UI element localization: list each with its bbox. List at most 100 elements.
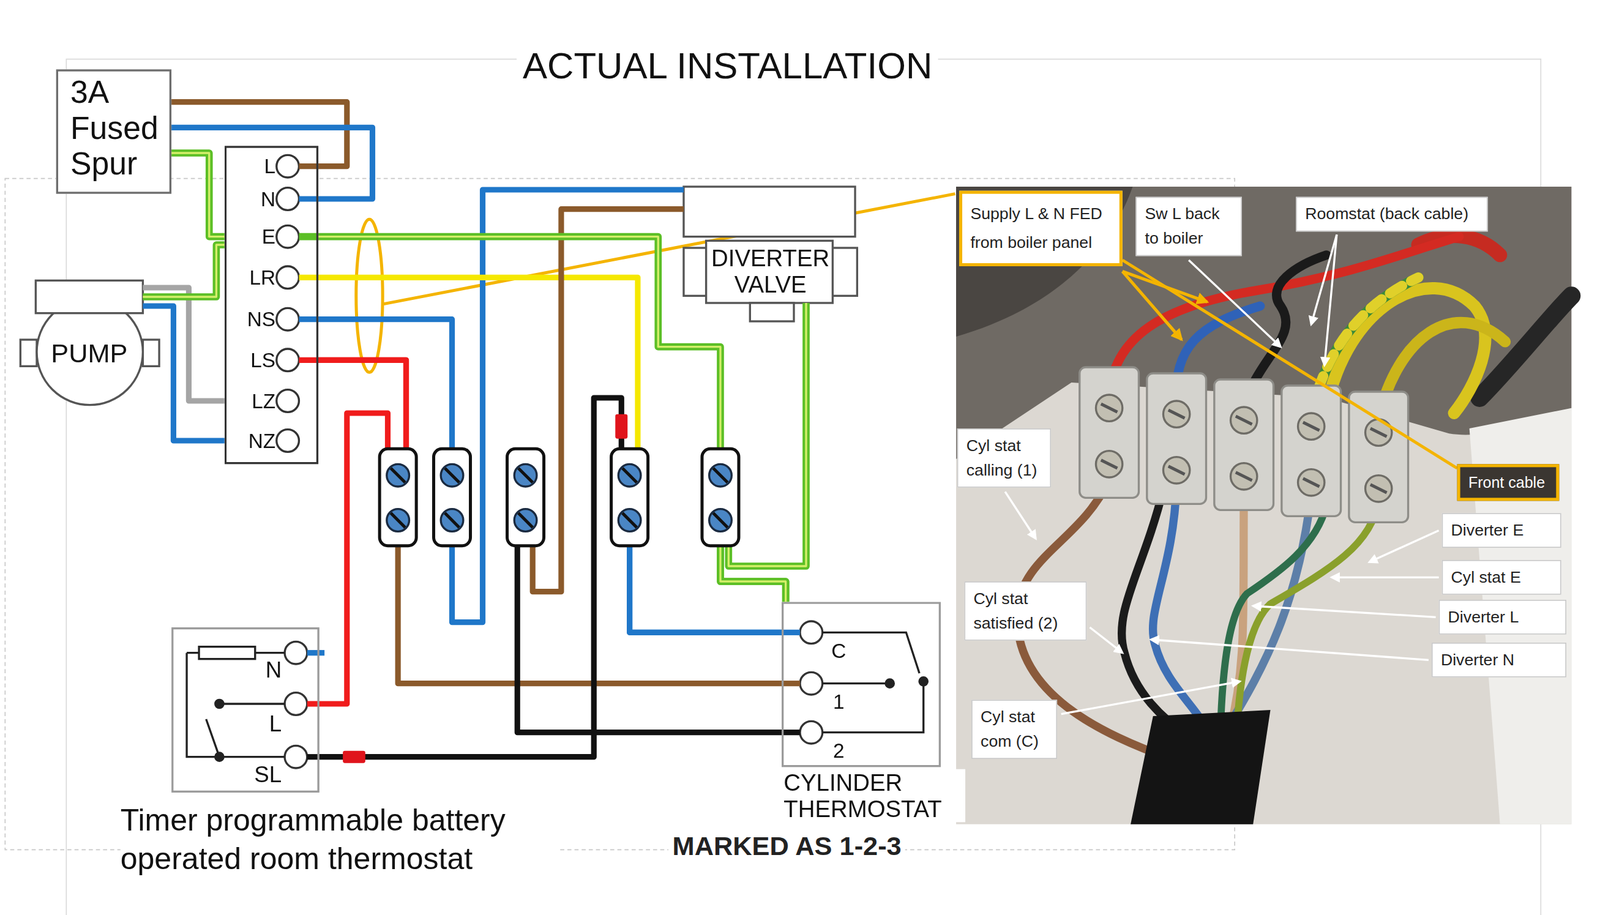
photo-leader [1188,260,1281,348]
callout-box: Supply L & N FED from boiler panel [959,190,1123,267]
wire-segment [1122,260,1458,469]
device-caption: CYLINDER THERMOSTAT [783,769,966,823]
box-label: 3A Fused Spur [70,74,169,182]
terminal-label: N [228,186,276,212]
callout-box: Cyl stat calling (1) [957,428,1051,488]
terminal-circles [276,307,300,331]
photo-illustration [1079,367,1409,523]
diverter-valve-symbol [832,247,857,296]
photo-illustration [1349,391,1409,523]
photo-leader [1324,234,1337,365]
terminal-circles [800,721,823,744]
connector-block [379,448,739,546]
photo-illustration [1237,500,1380,733]
terminal-label: E [228,224,276,250]
wire-segment [142,244,225,297]
terminal-stubs [781,680,800,687]
terminal-stubs [307,754,320,760]
callout-text: Roomstat (back cable) [1304,201,1479,227]
diverter-valve: DIVERTER VALVE [683,186,857,303]
terminal-circles [284,692,308,716]
terminal-stubs [307,700,320,707]
thermostat-internals [186,632,928,761]
pump-symbol [20,280,160,405]
terminal-stubs [298,233,319,241]
cylinder-thermostat: C12CYLINDER THERMOSTAT [781,601,941,767]
device-caption: Timer programmable battery operated room… [120,800,560,879]
valve-label: DIVERTER VALVE [706,244,835,299]
room-thermostat: NLSLTimer programmable battery operated … [171,627,320,793]
wire-segment [318,236,786,603]
photo-illustration [1101,403,1387,493]
wire-segment [517,509,782,733]
terminal-stubs [298,274,319,281]
wire [318,236,786,603]
terminal-circles [276,348,300,372]
terminal-label: 1 [827,690,851,714]
callout-box: Diverter E [1442,512,1562,548]
photo-leader [1369,530,1439,563]
red-sleeve [342,751,366,764]
photo-illustration [1281,385,1342,516]
terminal-label: NZ [228,428,276,453]
callout-text: Sw L back to boiler [1144,201,1233,251]
terminal-stubs [298,357,319,363]
wire-segment [171,102,348,167]
callout-box: Sw L back to boiler [1135,197,1242,257]
connector-screw [386,463,732,532]
terminal-label: 2 [827,739,851,763]
diverter-valve-symbol [749,302,794,322]
connector-block [611,448,649,546]
callout-box: Cyl stat com (C) [971,699,1058,759]
wire [142,244,225,297]
photo-illustration [1147,373,1207,504]
screw-slot [390,468,728,528]
fuse-spur-box: 3A Fused Spur [56,69,172,194]
terminal-circles [284,641,308,665]
wire [318,277,782,633]
wire-segment [142,244,225,297]
callout-box: Cyl stat E [1442,560,1562,595]
photo-illustration [1095,394,1392,502]
photo-leader [1331,576,1440,579]
photo-illustration [956,186,1572,825]
callout-text: Diverter N [1440,647,1558,673]
terminal-label: C [827,639,851,663]
photo-leader [1252,605,1436,617]
terminal-circles [276,389,300,413]
terminal-label: L [228,154,276,179]
note-label: MARKED AS 1-2-3 [668,829,906,862]
photo-illustration [1214,379,1274,510]
thermostat-internals [215,752,224,761]
diverter-valve-symbol [683,186,856,237]
pump-symbol [35,280,143,313]
pump: PUMP [35,280,143,406]
callout-text: Supply L & N FED from boiler panel [970,200,1111,258]
connector-block [433,448,471,546]
wire [142,306,225,441]
photo-leader [1005,491,1036,539]
wire [171,153,225,237]
terminal-stubs [781,629,800,636]
diverter-valve-symbol [683,186,857,322]
callout-text: Cyl stat calling (1) [966,433,1042,483]
terminal-label: L [246,711,282,737]
terminal-label: LZ [228,388,276,414]
callout-box: Roomstat (back cable) [1295,197,1488,232]
thermostat-internals [215,699,224,708]
terminal-circles [800,621,823,644]
wire-segment [318,236,786,603]
terminal-label: N [246,657,282,683]
pump-symbol [142,339,160,367]
callout-text: Front cable [1468,470,1548,495]
diagram-title: ACTUAL INSTALLATION [516,44,939,88]
box-grounds [224,145,319,464]
thermostat-internals [198,646,256,660]
wire-segment [171,153,225,237]
wire-segment [319,397,622,758]
terminal-stubs [307,650,325,656]
wire [319,397,782,758]
red-sleeve [615,414,628,439]
box-grounds [56,69,172,194]
callout-box: Diverter L [1439,599,1567,635]
